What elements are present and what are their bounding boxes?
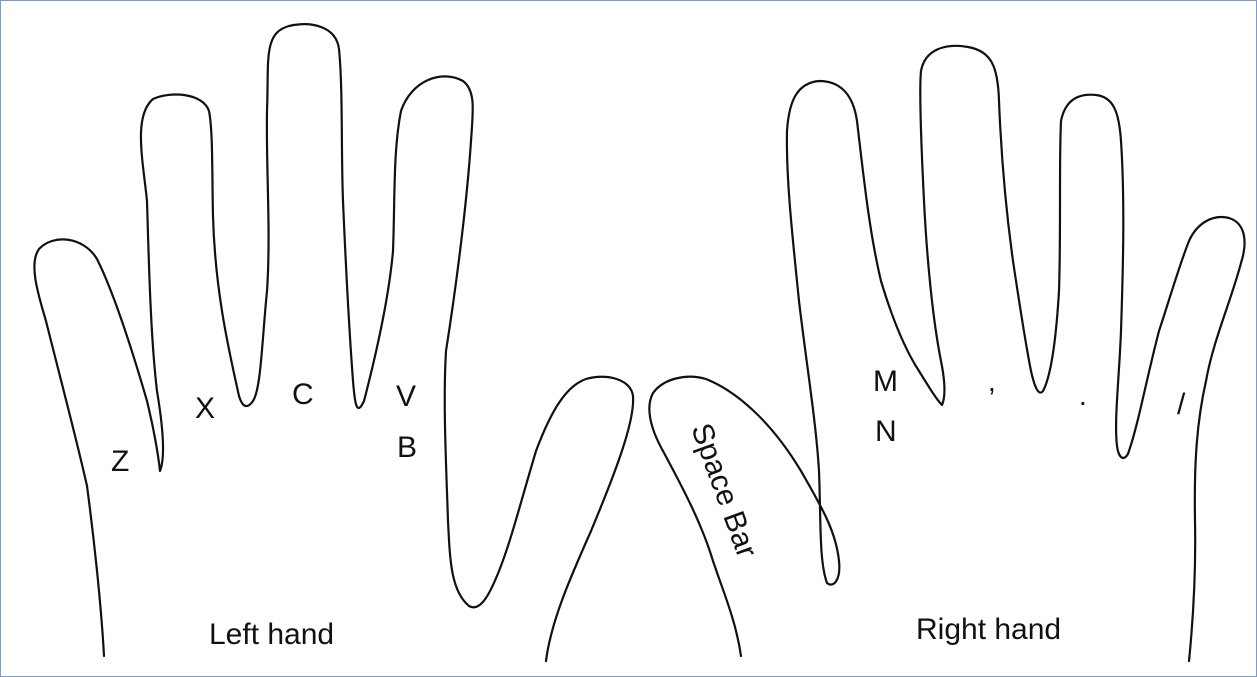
right-hand-palm-outline bbox=[649, 46, 1244, 661]
key-c: C bbox=[292, 378, 314, 411]
space-bar-label: Space Bar bbox=[684, 419, 763, 562]
left-hand-outline bbox=[34, 24, 633, 661]
key-v: V bbox=[396, 380, 416, 413]
key-b: B bbox=[397, 431, 417, 464]
key-m: M bbox=[873, 365, 898, 398]
right-hand-label: Right hand bbox=[916, 613, 1061, 646]
key-period: . bbox=[1079, 380, 1087, 411]
key-n: N bbox=[875, 415, 897, 448]
key-comma: , bbox=[988, 366, 996, 397]
key-z: Z bbox=[111, 445, 129, 478]
key-slash: / bbox=[1177, 388, 1186, 421]
left-hand-label: Left hand bbox=[209, 618, 334, 651]
key-x: X bbox=[195, 392, 215, 425]
